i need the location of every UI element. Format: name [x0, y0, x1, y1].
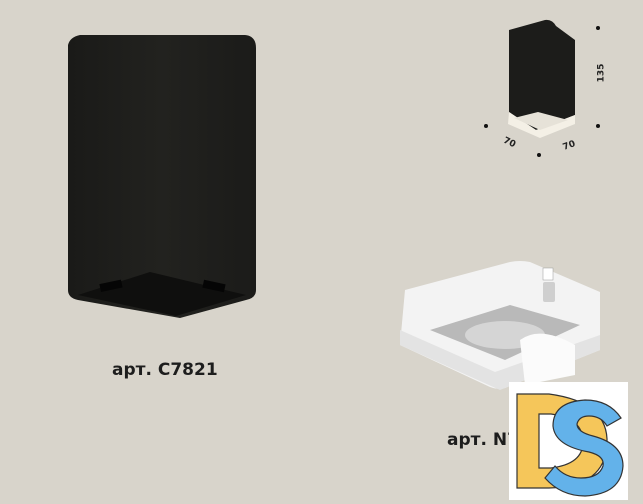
- product-label-housing: арт. C7821: [112, 360, 218, 380]
- black-housing-image: [68, 35, 256, 318]
- white-frame-image: [400, 261, 600, 390]
- dimension-markers: [484, 26, 600, 157]
- product-label-frame: арт. N7: [447, 430, 519, 450]
- small-housing-image: [508, 19, 575, 138]
- height-dimension: 135: [596, 63, 607, 83]
- ds-logo: [509, 382, 628, 500]
